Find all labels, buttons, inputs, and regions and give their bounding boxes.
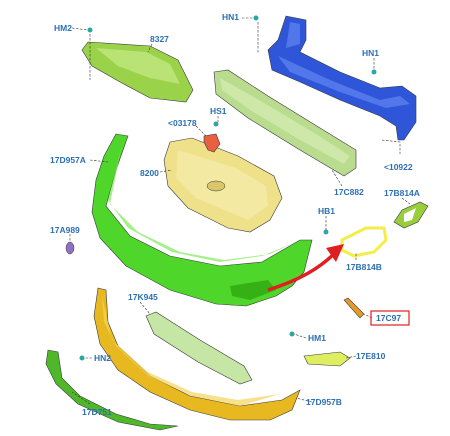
fog-bezel-17b814b	[340, 226, 388, 258]
label-17c97: 17C97	[376, 313, 401, 323]
lower-grille-17k945	[145, 311, 253, 385]
label-8327: 8327	[150, 34, 169, 44]
upper-shield-8327	[81, 41, 194, 103]
label-hb1: HB1	[318, 206, 335, 216]
label-17a989: 17A989	[50, 225, 80, 235]
lip-spoiler-17d751	[45, 349, 179, 431]
red-arrow-icon	[267, 244, 344, 292]
fog-bezel-17b814a	[393, 201, 429, 229]
label-8200: 8200	[140, 168, 159, 178]
strip-17e810	[303, 351, 351, 367]
label-17b814b: 17B814B	[346, 262, 382, 272]
label-17d957a: 17D957A	[50, 155, 86, 165]
bracket-03178	[203, 133, 221, 153]
bumper-reinforcement	[267, 15, 417, 141]
leader-lines	[69, 17, 411, 405]
label-17b814a: 17B814A	[384, 188, 420, 198]
grille-8200	[163, 137, 283, 233]
label-hn1-right: HN1	[362, 48, 379, 58]
label-hn1-top: HN1	[222, 12, 239, 22]
label-17e810: 17E810	[356, 351, 386, 361]
label-10922: <10922	[384, 162, 413, 172]
lower-valance-17d957b	[93, 287, 301, 421]
label-17c882: 17C882	[334, 187, 364, 197]
label-hm2: HM2	[54, 23, 72, 33]
label-hm1: HM1	[308, 333, 326, 343]
label-hn2: HN2	[94, 353, 111, 363]
label-03178: <03178	[168, 118, 197, 128]
label-17k945: 17K945	[128, 292, 158, 302]
clip-icon	[79, 15, 377, 361]
label-17d751: 17D751	[82, 407, 112, 417]
tow-cover-17a989	[65, 241, 75, 255]
bracket-17c97	[343, 297, 365, 319]
highlight-box	[370, 310, 410, 326]
label-hs1: HS1	[210, 106, 227, 116]
energy-absorber-17c882	[213, 69, 357, 177]
label-17d957b: 17D957B	[306, 397, 342, 407]
